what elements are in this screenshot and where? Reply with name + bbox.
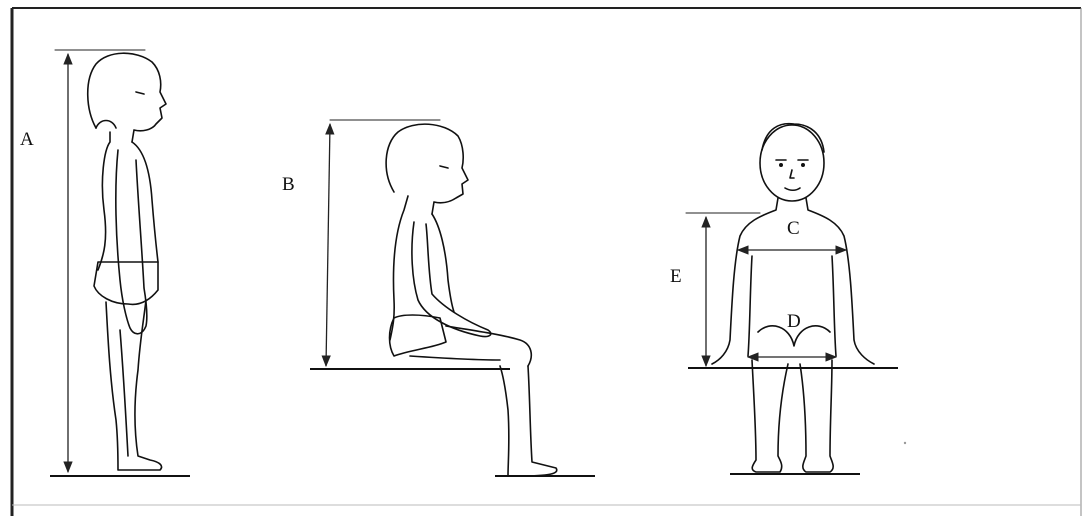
scan-speck (904, 442, 906, 444)
standing-child-figure (50, 50, 190, 476)
figure-frame (12, 8, 1081, 516)
label-e: E (670, 266, 682, 287)
front-seated-child-figure (686, 124, 898, 474)
label-c: C (787, 218, 800, 239)
sitting-child-figure (310, 120, 595, 476)
dimension-b-arrow (326, 124, 330, 366)
label-b: B (282, 174, 295, 195)
label-d: D (787, 311, 801, 332)
label-a: A (20, 129, 34, 150)
